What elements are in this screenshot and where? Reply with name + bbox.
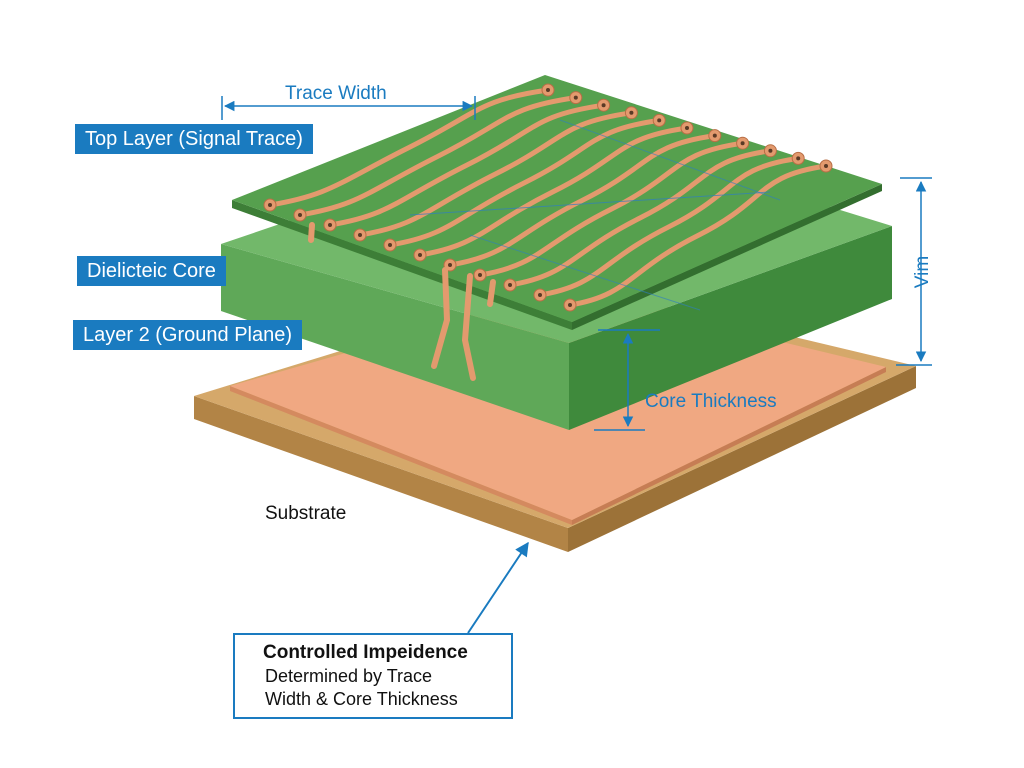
trace-pad-hole bbox=[685, 126, 689, 130]
top-layer-label: Top Layer (Signal Trace) bbox=[75, 124, 313, 154]
trace-pad-hole bbox=[824, 164, 828, 168]
trace-pad-hole bbox=[573, 95, 578, 100]
controlled-impedance-callout: Controlled Impeidence Determined by Trac… bbox=[233, 633, 513, 719]
signal-trace bbox=[417, 125, 690, 258]
trace-pad-hole bbox=[448, 263, 452, 267]
trace-pad-hole bbox=[388, 243, 392, 247]
callout-arrow bbox=[467, 541, 529, 634]
signal-trace bbox=[297, 95, 579, 218]
trace-pad-hole bbox=[328, 223, 332, 227]
layer2-label: Layer 2 (Ground Plane) bbox=[73, 320, 303, 350]
trace-pad-hole bbox=[796, 156, 801, 161]
trace-pad-hole bbox=[629, 110, 634, 115]
signal-trace bbox=[477, 140, 746, 278]
trace-pad-hole bbox=[478, 273, 482, 277]
trace-width-dimension bbox=[221, 96, 476, 120]
top-signal-layer bbox=[232, 75, 882, 330]
signal-trace bbox=[447, 133, 718, 268]
trace-pad-hole bbox=[546, 88, 550, 92]
trace-pad-hole bbox=[508, 283, 512, 287]
trace-pad-hole bbox=[601, 103, 606, 108]
trace-pad-hole bbox=[268, 203, 272, 207]
trace-pad-hole bbox=[740, 141, 745, 146]
trace-width-label: Trace Width bbox=[285, 83, 387, 104]
trace-pad-hole bbox=[657, 118, 662, 123]
signal-trace bbox=[267, 87, 551, 208]
trace-pad-hole bbox=[712, 133, 717, 138]
core-thickness-label: Core Thickness bbox=[645, 391, 777, 412]
trace-pad-hole bbox=[298, 213, 302, 217]
signal-trace bbox=[357, 110, 634, 238]
callout-title: Controlled Impeidence bbox=[263, 642, 468, 663]
trace-pad-hole bbox=[418, 253, 422, 257]
signal-trace bbox=[327, 102, 607, 228]
trace-pad-hole bbox=[358, 233, 362, 237]
trace-pad-hole bbox=[568, 303, 572, 307]
signal-trace bbox=[567, 163, 829, 308]
signal-trace bbox=[387, 117, 662, 248]
signal-trace bbox=[537, 155, 801, 298]
trace-pad-hole bbox=[768, 148, 773, 153]
trace-pad-hole bbox=[538, 293, 542, 297]
vertical-dimension-label: Vim bbox=[912, 256, 933, 288]
dielectric-core-label: Dielicteic Core bbox=[77, 256, 226, 286]
callout-line-2: Width & Core Thickness bbox=[265, 689, 458, 709]
signal-trace bbox=[507, 148, 773, 288]
via-traces bbox=[308, 222, 496, 381]
callout-line-1: Determined by Trace bbox=[265, 666, 433, 686]
signal-traces bbox=[263, 83, 833, 312]
vertical-dimension bbox=[896, 177, 932, 366]
substrate-label: Substrate bbox=[265, 503, 347, 524]
core-thickness-dimension bbox=[594, 329, 660, 431]
